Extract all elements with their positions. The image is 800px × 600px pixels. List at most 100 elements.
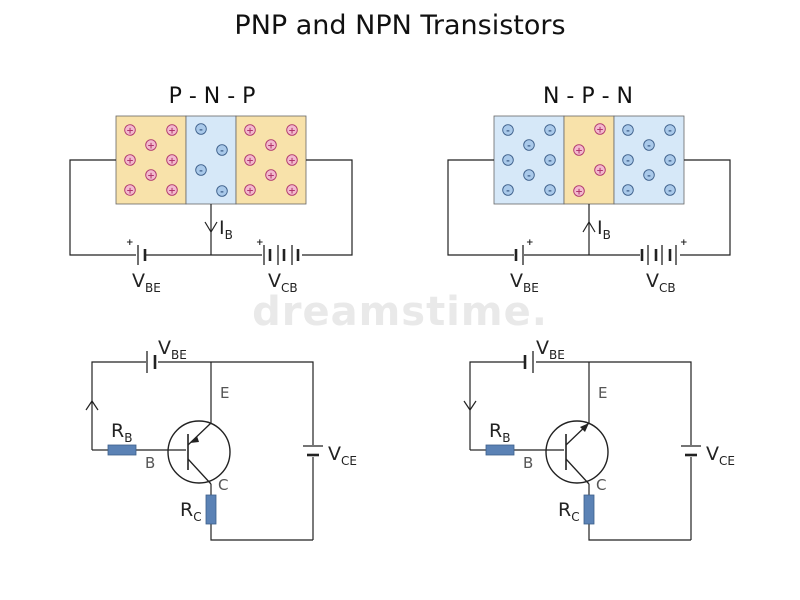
electron-sign: - [199, 125, 203, 135]
hole-icon [145, 139, 157, 151]
npn-heading: N - P - N [543, 84, 633, 109]
hole-sign: + [147, 171, 155, 181]
npn-carriers: --------++++-------- [502, 123, 676, 197]
npn-current-arrow-icon [463, 400, 477, 412]
svg-text:+: + [126, 238, 134, 248]
electron-icon [622, 184, 634, 196]
pnp-vcb-battery-icon: + [256, 238, 300, 265]
hole-sign: + [126, 156, 134, 166]
electron-icon [643, 169, 655, 181]
pnp-c-vce-label: VCE [328, 443, 357, 468]
electron-sign: - [548, 186, 552, 196]
hole-sign: + [267, 141, 275, 151]
electron-sign: - [668, 126, 672, 136]
pnp-right-wire [302, 159, 353, 256]
pnp-vce-battery-icon [303, 445, 323, 457]
pnp-rc-resistor-icon [205, 494, 217, 525]
npn-bottom-wire [588, 524, 691, 541]
pnp-emitter-label: E [220, 384, 229, 402]
pnp-bottom-wire [210, 524, 313, 541]
pnp-vbe-battery-icon: + [126, 238, 147, 265]
hole-icon [594, 164, 606, 176]
npn-left-wire [447, 159, 514, 256]
electron-sign: - [220, 187, 224, 197]
npn-rc-resistor-icon [583, 494, 595, 525]
npn-right-wire [680, 159, 731, 256]
electron-icon [664, 154, 676, 166]
hole-sign: + [126, 126, 134, 136]
npn-rb-label: RB [489, 420, 510, 445]
npn-rb-resistor-icon [485, 444, 515, 456]
hole-icon [166, 124, 178, 136]
pnp-current-arrow-icon [85, 399, 99, 411]
pnp-ib-label: IB [219, 217, 233, 242]
pnp-vbe-battery-icon [146, 351, 157, 373]
svg-text:+: + [526, 238, 534, 248]
electron-sign: - [527, 141, 531, 151]
hole-icon [166, 184, 178, 196]
watermark: dreamstime. [252, 289, 548, 335]
svg-text:+: + [256, 238, 264, 248]
pnp-vcb-label: VCB [268, 270, 298, 295]
hole-icon [124, 184, 136, 196]
hole-icon [573, 144, 585, 156]
hole-sign: + [168, 126, 176, 136]
hole-sign: + [596, 166, 604, 176]
hole-sign: + [288, 126, 296, 136]
pnp-rc-label: RC [180, 499, 202, 524]
pnp-rb-label: RB [111, 420, 132, 445]
hole-sign: + [168, 186, 176, 196]
pnp-transistor-icon [167, 420, 231, 485]
electron-sign: - [548, 156, 552, 166]
electron-icon [544, 154, 556, 166]
electron-sign: - [668, 156, 672, 166]
npn-vce-battery-icon [681, 445, 701, 457]
electron-icon [544, 124, 556, 136]
npn-rc-label: RC [558, 499, 580, 524]
electron-sign: - [626, 186, 630, 196]
electron-icon [622, 124, 634, 136]
electron-icon [502, 124, 514, 136]
npn-c-left-wire [469, 361, 524, 450]
hole-icon [145, 169, 157, 181]
npn-base-label: B [523, 454, 533, 472]
hole-icon [124, 154, 136, 166]
hole-sign: + [267, 171, 275, 181]
npn-vbe-battery-icon: + [514, 238, 534, 265]
pnp-base-label: B [145, 454, 155, 472]
pnp-collector-label: C [218, 476, 228, 494]
npn-band-diagram: N - P - N --------++++-------- IB + VBE … [447, 84, 731, 295]
hole-icon [594, 123, 606, 135]
hole-icon [244, 124, 256, 136]
hole-icon [286, 154, 298, 166]
npn-c-top-wire [536, 361, 692, 445]
pnp-circuit: VBE VCE RB RC E B C [85, 337, 357, 541]
npn-collector-label: C [596, 476, 606, 494]
electron-icon [523, 139, 535, 151]
hole-icon [244, 154, 256, 166]
npn-vbe-battery-icon [523, 351, 534, 373]
npn-ib-arrow-icon [582, 220, 596, 233]
hole-icon [286, 184, 298, 196]
hole-icon [166, 154, 178, 166]
pnp-c-vbe-label: VBE [158, 337, 187, 362]
pnp-heading: P - N - P [169, 84, 256, 109]
hole-icon [124, 124, 136, 136]
electron-icon [216, 144, 228, 156]
hole-sign: + [596, 125, 604, 135]
electron-sign: - [626, 126, 630, 136]
electron-icon [502, 154, 514, 166]
electron-icon [195, 164, 207, 176]
electron-sign: - [647, 141, 651, 151]
npn-transistor-icon [545, 420, 609, 485]
electron-icon [664, 124, 676, 136]
page-title: PNP and NPN Transistors [234, 10, 565, 41]
pnp-vbe-label: VBE [132, 270, 161, 295]
npn-p-region [563, 115, 615, 205]
hole-sign: + [575, 146, 583, 156]
npn-vcb-label: VCB [646, 270, 676, 295]
hole-icon [573, 185, 585, 197]
npn-vbe-label: VBE [510, 270, 539, 295]
hole-sign: + [288, 156, 296, 166]
